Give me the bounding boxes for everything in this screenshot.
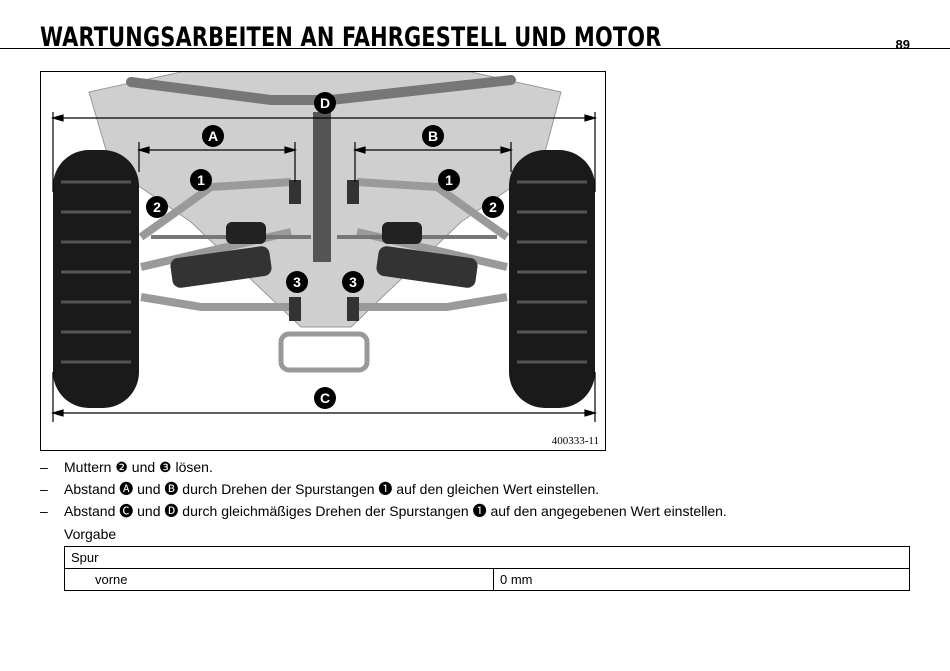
callout-d-label: D [320,95,330,111]
callout-label: 3 [349,274,357,290]
page-title: WARTUNGSARBEITEN AN FAHRGESTELL UND MOTO… [40,22,662,53]
dimension-lines [50,112,598,422]
callout-1-right: 1 [438,169,460,191]
step-dash: – [40,503,48,519]
suspension-illustration: D A B C 1 1 2 2 3 3 [50,72,598,422]
spec-table: Spur vorne 0 mm [64,546,910,591]
spec-value: 0 mm [493,568,910,591]
instruction-step: – Muttern ❷ und ❸ lösen. [40,458,920,480]
left-tire [53,150,139,408]
nut-blocks [289,180,359,321]
spec-label: Vorgabe [64,526,117,542]
shock-absorbers [170,222,478,288]
callout-label: 3 [293,274,301,290]
callout-b: B [422,125,444,147]
step-text: Abstand 🅐 und 🅑 durch Drehen der Spursta… [64,481,600,497]
callout-label: 2 [489,199,497,215]
callout-a-label: A [208,128,218,144]
callout-3-right: 3 [342,271,364,293]
callout-c-label: C [320,390,330,406]
step-dash: – [40,481,48,497]
steering-column [313,112,331,262]
callout-label: 2 [153,199,161,215]
callout-1-left: 1 [190,169,212,191]
callout-2-right: 2 [482,196,504,218]
callout-label: 1 [445,172,453,188]
callout-b-label: B [428,128,438,144]
instruction-step: – Abstand 🅒 und 🅓 durch gleichmäßiges Dr… [40,502,920,524]
spec-group: Spur [64,546,910,569]
atv-front-suspension-figure: D A B C 1 1 2 2 3 3 400333-11 [40,71,606,451]
handlebar [126,75,516,105]
table-row: Spur [64,546,910,569]
right-tire [509,150,595,408]
figure-code: 400333-11 [551,435,599,447]
step-dash: – [40,459,48,475]
page-number: 89 [895,37,910,52]
callout-2-left: 2 [146,196,168,218]
instruction-list: – Muttern ❷ und ❸ lösen. – Abstand 🅐 und… [40,458,920,524]
callout-d: D [314,92,336,114]
callout-a: A [202,125,224,147]
header-rule [0,48,950,49]
step-text: Abstand 🅒 und 🅓 durch gleichmäßiges Dreh… [64,503,727,519]
callout-3-left: 3 [286,271,308,293]
spec-name: vorne [64,568,494,591]
step-text: Muttern ❷ und ❸ lösen. [64,459,213,475]
front-bumper [278,331,370,373]
table-row: vorne 0 mm [64,568,910,591]
callout-label: 1 [197,172,205,188]
instruction-step: – Abstand 🅐 und 🅑 durch Drehen der Spurs… [40,480,920,502]
callout-c: C [314,387,336,409]
